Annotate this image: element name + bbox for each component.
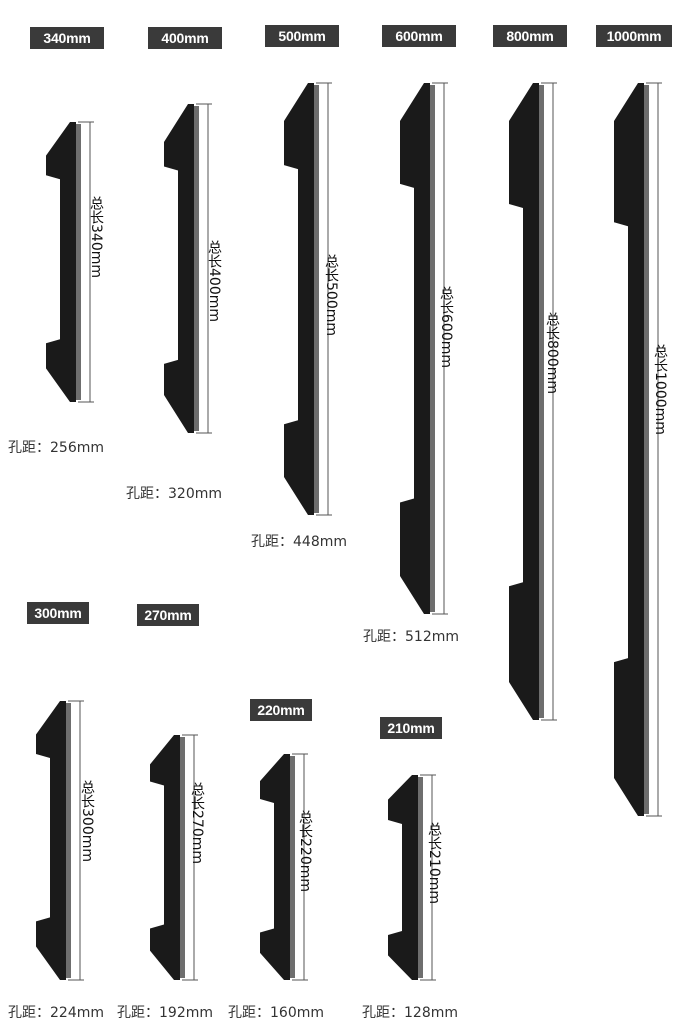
handle-svg (388, 774, 436, 981)
hole-spacing-label: 孔距：512mm (363, 629, 459, 645)
hole-spacing-label: 孔距：320mm (126, 486, 222, 502)
handle-edge-strip (180, 737, 185, 978)
hole-spacing-label: 孔距：160mm (228, 1005, 324, 1021)
handle-svg (150, 734, 198, 981)
handle-body (260, 754, 290, 980)
handle-drawing (284, 82, 332, 516)
handle-body (509, 83, 539, 720)
total-length-label: 总长300mm (79, 780, 95, 862)
handle-drawing (260, 753, 308, 981)
handle-body (46, 122, 76, 402)
handle-edge-strip (76, 124, 81, 400)
handle-edge-strip (418, 777, 423, 978)
handle-svg (164, 103, 212, 434)
size-tag: 500mm (265, 25, 339, 47)
size-tag: 220mm (250, 699, 312, 721)
handle-body (36, 701, 66, 980)
total-length-label: 总长500mm (323, 254, 339, 336)
size-tag: 300mm (27, 602, 89, 624)
handle-drawing (150, 734, 198, 981)
handle-edge-strip (290, 756, 295, 978)
handle-svg (284, 82, 332, 516)
total-length-label: 总长1000mm (652, 344, 668, 435)
handle-edge-strip (66, 703, 71, 978)
total-length-label: 总长270mm (189, 782, 205, 864)
hole-spacing-label: 孔距：128mm (362, 1005, 458, 1021)
size-tag: 600mm (382, 25, 456, 47)
handle-body (150, 735, 180, 980)
handle-body (614, 83, 644, 816)
hole-spacing-label: 孔距：256mm (8, 440, 104, 456)
size-tag: 340mm (30, 27, 104, 49)
total-length-label: 总长220mm (297, 810, 313, 892)
hole-spacing-label: 孔距：192mm (117, 1005, 213, 1021)
handle-svg (260, 753, 308, 981)
handle-drawing (36, 700, 84, 981)
total-length-label: 总长340mm (88, 196, 104, 278)
handle-body (400, 83, 430, 614)
size-tag: 1000mm (596, 25, 672, 47)
size-tag: 800mm (493, 25, 567, 47)
handle-svg (46, 121, 94, 403)
total-length-label: 总长400mm (206, 240, 222, 322)
handle-drawing (400, 82, 448, 615)
handle-body (284, 83, 314, 515)
handle-edge-strip (430, 85, 435, 612)
handle-svg (614, 82, 662, 817)
handle-svg (36, 700, 84, 981)
handle-edge-strip (644, 85, 649, 814)
hole-spacing-label: 孔距：224mm (8, 1005, 104, 1021)
handle-svg (509, 82, 557, 721)
handle-body (164, 104, 194, 433)
total-length-label: 总长600mm (438, 286, 454, 368)
handle-edge-strip (539, 85, 544, 718)
size-tag: 210mm (380, 717, 442, 739)
handle-drawing (164, 103, 212, 434)
handle-drawing (46, 121, 94, 403)
hole-spacing-label: 孔距：448mm (251, 534, 347, 550)
handle-edge-strip (194, 106, 199, 431)
total-length-label: 总长800mm (544, 312, 560, 394)
total-length-label: 总长210mm (426, 822, 442, 904)
handle-drawing (388, 774, 436, 981)
handle-drawing (509, 82, 557, 721)
handle-svg (400, 82, 448, 615)
size-tag: 270mm (137, 604, 199, 626)
size-tag: 400mm (148, 27, 222, 49)
handle-edge-strip (314, 85, 319, 513)
handle-body (388, 775, 418, 980)
handle-drawing (614, 82, 662, 817)
